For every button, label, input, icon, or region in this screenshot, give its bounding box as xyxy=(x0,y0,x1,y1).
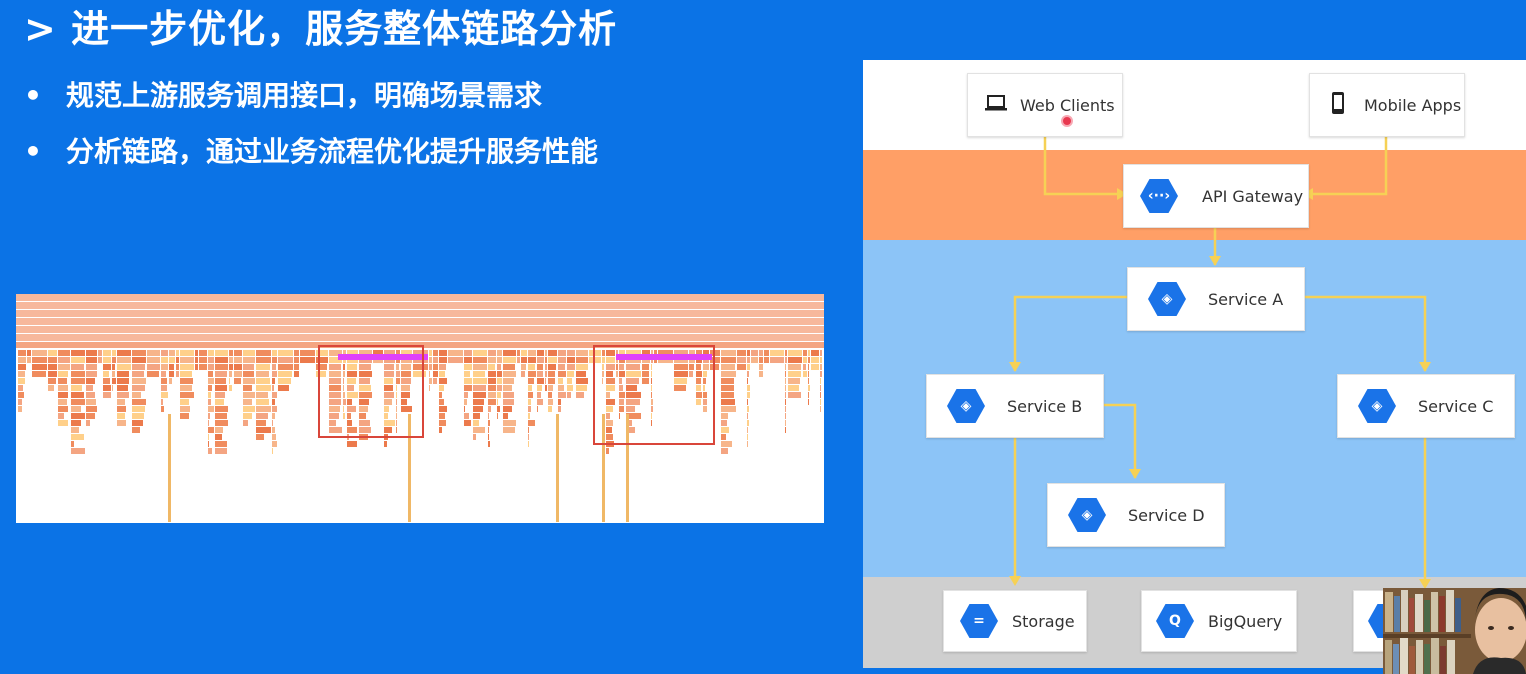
storage-node[interactable]: = Storage xyxy=(943,590,1087,652)
service-hex-icon: ◈ xyxy=(1148,282,1186,316)
bigquery-node[interactable]: Q BigQuery xyxy=(1141,590,1297,652)
mobile-apps-node[interactable]: Mobile Apps xyxy=(1309,73,1465,137)
web-clients-label: Web Clients xyxy=(1020,95,1115,115)
bullet-marker: • xyxy=(24,79,42,112)
service-a-label: Service A xyxy=(1208,289,1284,309)
flame-graph-image xyxy=(16,294,824,523)
connector-web-gateway xyxy=(1043,136,1118,196)
service-hex-icon: ◈ xyxy=(1358,389,1396,423)
service-a-node[interactable]: ◈ Service A xyxy=(1127,267,1305,331)
storage-icon: = xyxy=(960,604,998,638)
service-b-node[interactable]: ◈ Service B xyxy=(926,374,1104,438)
presenter-webcam xyxy=(1383,588,1526,674)
slide-title: > 进一步优化，服务整体链路分析 xyxy=(24,7,618,51)
laptop-icon xyxy=(982,93,1010,117)
api-gateway-node[interactable]: ‹··› API Gateway xyxy=(1123,164,1309,228)
connector-a-b xyxy=(1013,295,1127,371)
connector-lines xyxy=(1009,136,1431,589)
connector-b-d xyxy=(1103,403,1137,478)
service-c-label: Service C xyxy=(1418,396,1494,416)
mobile-apps-label: Mobile Apps xyxy=(1364,95,1462,115)
storage-label: Storage xyxy=(1012,611,1075,631)
service-hex-icon: ◈ xyxy=(1068,498,1106,532)
flame-graph-canvas xyxy=(16,294,824,522)
service-d-label: Service D xyxy=(1128,505,1205,525)
bigquery-icon: Q xyxy=(1156,604,1194,638)
bigquery-label: BigQuery xyxy=(1208,611,1283,631)
cursor-pointer-marker xyxy=(1061,115,1073,127)
service-b-label: Service B xyxy=(1007,396,1083,416)
web-clients-node[interactable]: Web Clients xyxy=(967,73,1123,137)
bullet-text: 规范上游服务调用接口，明确场景需求 xyxy=(66,79,543,112)
architecture-diagram: Web Clients Mobile Apps ‹··› API Gateway… xyxy=(863,60,1526,668)
bullet-text: 分析链路，通过业务流程优化提升服务性能 xyxy=(66,135,599,168)
bullet-marker: • xyxy=(24,135,42,168)
service-c-node[interactable]: ◈ Service C xyxy=(1337,374,1515,438)
connector-mobile-gateway xyxy=(1312,136,1388,196)
bookshelf-background xyxy=(1383,588,1526,674)
service-hex-icon: ◈ xyxy=(947,389,985,423)
phone-icon xyxy=(1324,91,1352,120)
bullet-item: • 分析链路，通过业务流程优化提升服务性能 xyxy=(24,130,598,186)
api-gateway-icon: ‹··› xyxy=(1140,179,1178,213)
bullet-list: • 规范上游服务调用接口，明确场景需求 • 分析链路，通过业务流程优化提升服务性能 xyxy=(24,74,598,186)
api-gateway-label: API Gateway xyxy=(1202,186,1304,206)
service-d-node[interactable]: ◈ Service D xyxy=(1047,483,1225,547)
connector-a-c xyxy=(1304,295,1427,371)
bullet-item: • 规范上游服务调用接口，明确场景需求 xyxy=(24,74,598,130)
